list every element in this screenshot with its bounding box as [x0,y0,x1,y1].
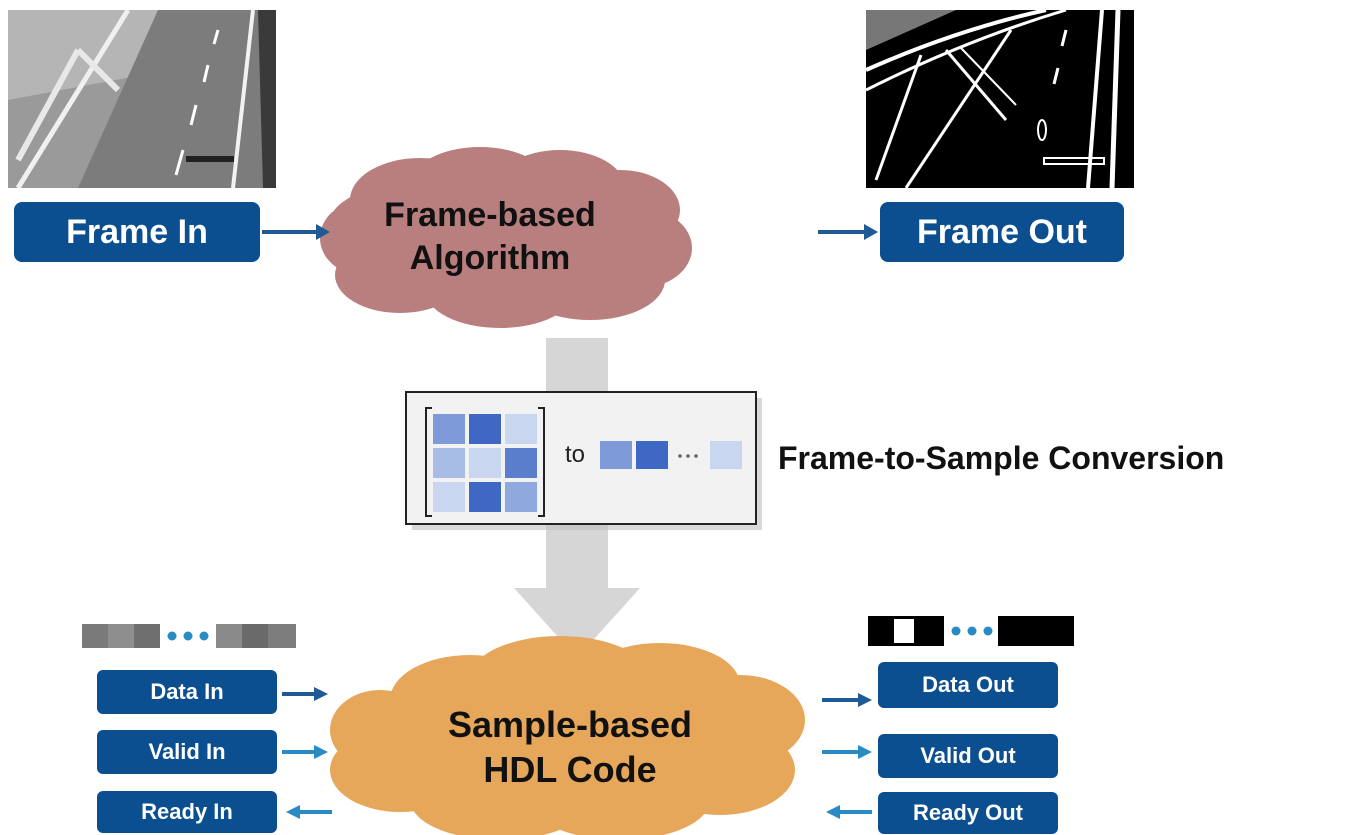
matrix-cell [469,448,501,478]
frame-out-label: Frame Out [916,212,1088,251]
stream-dot [983,626,993,636]
matrix-cell [433,482,465,512]
valid-out-label: Valid Out [920,743,1016,768]
output-pixel-stream [868,616,1074,646]
data-in-arrowhead [314,687,328,701]
ellipsis-dot [678,454,682,458]
matrix-cell [469,414,501,444]
frame-algorithm-line1: Frame-based [384,196,596,234]
ready-out-arrowhead [826,805,840,819]
matrix-right-bracket [538,407,545,517]
ellipsis-dot [686,454,690,458]
frame-algorithm-label: Frame-based Algorithm [370,194,610,279]
valid-in-label: Valid In [148,739,226,764]
data-out-label: Data Out [922,672,1014,697]
frame-in-label: Frame In [66,212,208,251]
frame-in-arrowhead [316,224,330,240]
ready-in-box: Ready In [97,791,277,833]
matrix-cell [469,482,501,512]
valid-out-arrowhead [858,745,872,759]
ready-out-label: Ready Out [912,800,1024,825]
matrix-left-bracket [425,407,432,517]
frame-out-box: Frame Out [880,202,1124,262]
hdl-code-cloud [330,636,805,835]
sample-cell [710,441,742,469]
data-out-box: Data Out [878,662,1058,708]
stream-dot [199,631,209,641]
matrix-cell [505,448,537,478]
stream-dot [951,626,961,636]
input-road-photo [8,10,276,188]
matrix-cell [505,482,537,512]
conversion-label: Frame-to-Sample Conversion [778,440,1225,476]
stream-dot [167,631,177,641]
hdl-code-line1: Sample-based [447,704,693,745]
frame-algorithm-line2: Algorithm [409,238,571,277]
data-out-arrowhead [858,693,872,707]
frame-out-arrowhead [864,224,878,240]
output-edge-photo [866,10,1134,188]
conversion-to-text: to [565,441,586,468]
input-pixel-stream [82,624,296,648]
stream-dot [183,631,193,641]
data-in-box: Data In [97,670,277,714]
sample-cell [636,441,668,469]
hdl-code-line2: HDL Code [483,749,657,790]
pixel-matrix [433,414,537,512]
data-in-label: Data In [150,679,224,704]
valid-in-arrowhead [314,745,328,759]
valid-in-box: Valid In [97,730,277,774]
sample-cell [600,441,632,469]
stream-dot [967,626,977,636]
ready-out-box: Ready Out [878,792,1058,834]
matrix-cell [433,448,465,478]
frame-in-box: Frame In [14,202,260,262]
valid-out-box: Valid Out [878,734,1058,778]
frame-algorithm-cloud [320,147,692,328]
matrix-cell [505,414,537,444]
ellipsis-dot [694,454,698,458]
sample-stream [600,441,742,469]
matrix-cell [433,414,465,444]
ready-in-label: Ready In [141,799,233,824]
hdl-code-label: Sample-based HDL Code [420,702,720,792]
ready-in-arrowhead [286,805,300,819]
